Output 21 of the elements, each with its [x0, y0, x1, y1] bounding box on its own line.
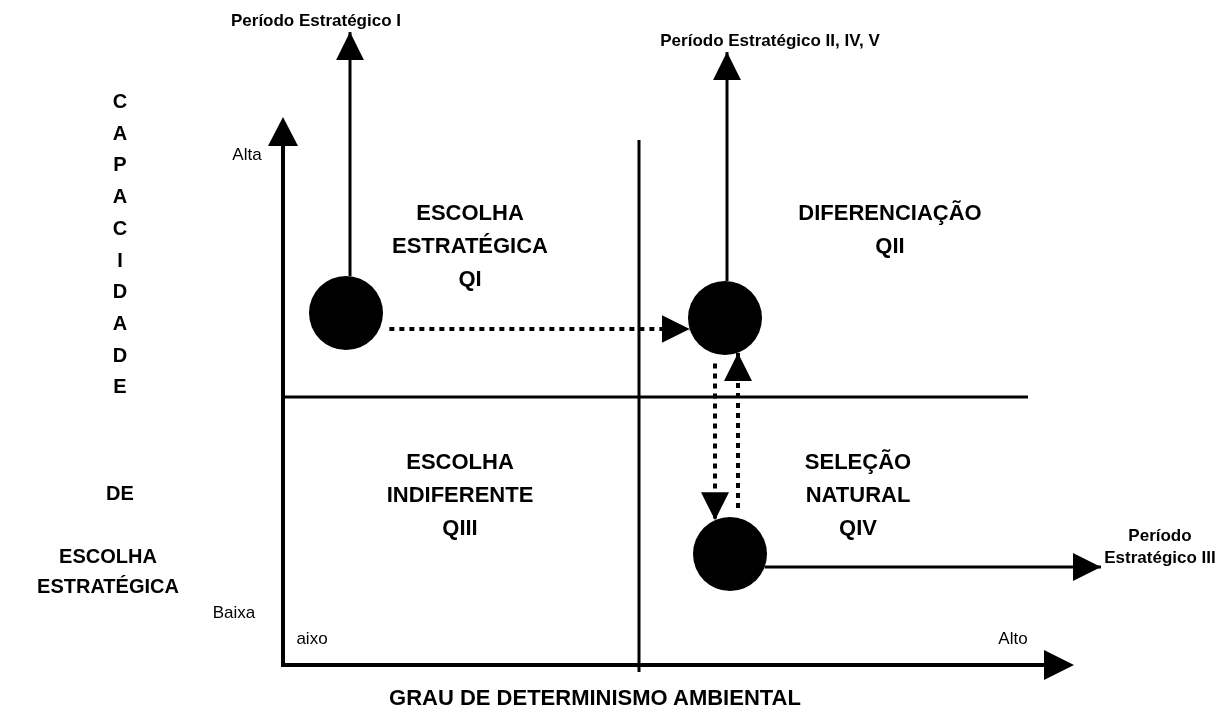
axis-title: GRAU DE DETERMINISMO AMBIENTAL: [389, 684, 801, 712]
arrow: [389, 315, 690, 343]
arrow: [336, 32, 364, 277]
quadrant-label: DIFERENCIAÇÃO QII: [797, 199, 983, 260]
period-label: Período Estratégico II, IV, V: [660, 30, 880, 53]
quadrant-label: SELEÇÃO NATURAL QIV: [803, 448, 913, 542]
arrow: [713, 52, 741, 282]
arrow: [701, 363, 729, 521]
axis-title: DE: [106, 481, 134, 506]
arrow: [724, 353, 752, 508]
axis-tick-label: Alta: [232, 144, 262, 166]
axis-title: ESCOLHA ESTRATÉGICA: [36, 544, 180, 599]
quadrant-label: ESCOLHA INDIFERENTE QIII: [385, 448, 535, 542]
axis-tick-label: Baixa: [212, 602, 256, 624]
axis-title: CAPACIDADE: [112, 89, 128, 400]
arrow: [764, 553, 1101, 581]
axis-tick-label: aixo: [296, 628, 328, 650]
period-label: Período Estratégico III: [1101, 525, 1219, 570]
axis-tick-label: Alto: [998, 628, 1028, 650]
period-label: Período Estratégico I: [230, 10, 401, 33]
quadrant-label: ESCOLHA ESTRATÉGICA QI: [390, 199, 549, 293]
